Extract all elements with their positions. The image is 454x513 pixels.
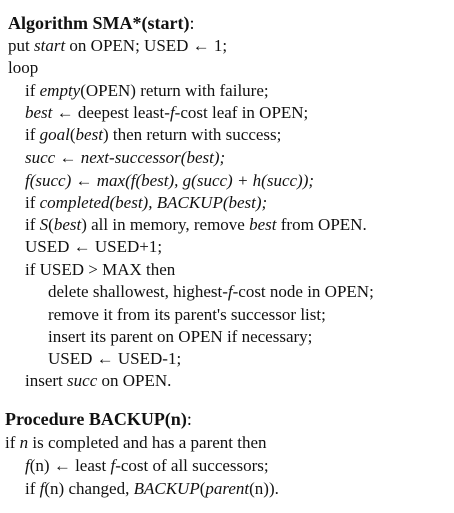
- procedure-name: BACKUP(n): [88, 409, 187, 429]
- loop-text: loop: [8, 58, 39, 77]
- procedure-header: Procedure BACKUP(n):: [5, 408, 192, 430]
- algorithm-colon: :: [189, 13, 195, 33]
- algorithm-init-line: put start on OPEN; USED ← 1;: [8, 35, 227, 57]
- l10-rest: -cost node in OPEN;: [232, 282, 374, 301]
- l4-arrow: ←: [59, 148, 77, 167]
- p3-mid: changed,: [68, 479, 130, 498]
- l7-s: S: [39, 215, 49, 234]
- p3-rest: ).: [268, 479, 279, 498]
- p2-n: (n): [29, 456, 50, 475]
- l10-pre: delete shallowest, highest-: [48, 282, 228, 301]
- loop-line-7: if S(best) all in memory, remove best fr…: [25, 214, 367, 236]
- p3-backup: BACKUP: [133, 479, 200, 498]
- l6-backup: BACKUP: [156, 193, 223, 212]
- nested-line-11: remove it from its parent's successor li…: [48, 304, 326, 326]
- loop-line-2: best ← deepest least-f-cost leaf in OPEN…: [25, 102, 308, 124]
- procedure-colon: :: [186, 409, 192, 429]
- p3-n2: (n): [249, 479, 269, 498]
- l14-insert: insert: [25, 371, 63, 390]
- l3-goal: goal: [39, 125, 70, 144]
- loop-line-4: succ ← next-successor(best);: [25, 147, 225, 169]
- l4-succ: succ: [25, 148, 56, 167]
- p3-n: (n): [44, 479, 65, 498]
- loop-line-3: if goal(best) then return with success;: [25, 124, 281, 146]
- l9-text: if USED > MAX then: [25, 260, 176, 279]
- init-rest: on OPEN; USED ← 1;: [69, 36, 228, 55]
- l2-best: best: [25, 103, 53, 122]
- p2-arrow: ← least: [53, 456, 107, 475]
- loop-line-9: if USED > MAX then: [25, 259, 175, 281]
- l13-text: USED ← USED-1;: [48, 349, 182, 368]
- l7-rest: from OPEN.: [280, 215, 367, 234]
- procedure-keyword: Procedure: [5, 409, 85, 429]
- l3-rest: ) then return with success;: [102, 125, 282, 144]
- p2-f2: f: [110, 456, 116, 475]
- l12-text: insert its parent on OPEN if necessary;: [48, 327, 313, 346]
- l6-completed: completed: [39, 193, 110, 212]
- algorithm-keyword: Algorithm: [8, 13, 88, 33]
- l1-rest: (OPEN) return with failure;: [80, 81, 269, 100]
- loop-line-6: if completed(best), BACKUP(best);: [25, 192, 267, 214]
- init-put: put: [8, 36, 30, 55]
- l2-f: f: [169, 103, 175, 122]
- loop-line-5: f(succ) ← max(f(best), g(succ) + h(succ)…: [25, 170, 314, 192]
- loop-line-8: USED ← USED+1;: [25, 236, 162, 258]
- loop-line-14: insert succ on OPEN.: [25, 370, 171, 392]
- procedure-line-3: if f(n) changed, BACKUP(parent(n)).: [25, 478, 279, 500]
- l3-best: best: [75, 125, 103, 144]
- l7-best2: best: [249, 215, 277, 234]
- p1-n: n: [19, 433, 29, 452]
- l3-paren-open: (: [69, 125, 76, 144]
- l6-paren-best: (best),: [109, 193, 153, 212]
- l6-if: if: [25, 193, 36, 212]
- nested-line-10: delete shallowest, highest-f-cost node i…: [48, 281, 374, 303]
- l2-rest: -cost leaf in OPEN;: [174, 103, 309, 122]
- l7-if: if: [25, 215, 36, 234]
- loop-line-1: if empty(OPEN) return with failure;: [25, 80, 269, 102]
- l14-succ: succ: [67, 371, 98, 390]
- l10-f: f: [227, 282, 233, 301]
- l8-text: USED ← USED+1;: [25, 237, 163, 256]
- p3-parent: parent: [205, 479, 250, 498]
- loop-keyword: loop: [8, 57, 38, 79]
- p1-rest: is completed and has a parent then: [32, 433, 267, 452]
- l6-paren-best2: (best);: [222, 193, 268, 212]
- p2-rest: -cost of all successors;: [115, 456, 269, 475]
- algorithm-header: Algorithm SMA*(start):: [8, 12, 195, 34]
- algorithm-name: SMA*(start): [92, 13, 190, 33]
- nested-line-13: USED ← USED-1;: [48, 348, 181, 370]
- l11-text: remove it from its parent's successor li…: [48, 305, 326, 324]
- p3-paren: (: [199, 479, 206, 498]
- l5-expr: f(succ) ← max(f(best), g(succ) + h(succ)…: [25, 171, 315, 190]
- p3-f: f: [39, 479, 45, 498]
- p2-f: f: [25, 456, 30, 475]
- l14-rest: on OPEN.: [101, 371, 172, 390]
- l7-paren-open: (: [48, 215, 54, 234]
- l3-if: if: [25, 125, 36, 144]
- l4-expr: next-successor(best);: [80, 148, 226, 167]
- procedure-line-1: if n is completed and has a parent then: [5, 432, 267, 454]
- l1-empty: empty: [39, 81, 81, 100]
- p3-if: if: [25, 479, 36, 498]
- l1-if: if: [25, 81, 36, 100]
- procedure-line-2: f(n) ← least f-cost of all successors;: [25, 455, 269, 477]
- p1-if: if: [5, 433, 16, 452]
- l7-best: best: [53, 215, 82, 234]
- nested-line-12: insert its parent on OPEN if necessary;: [48, 326, 312, 348]
- l2-arrow: ← deepest least-: [56, 103, 170, 122]
- init-start: start: [33, 36, 66, 55]
- l7-mid: ) all in memory, remove: [81, 215, 245, 234]
